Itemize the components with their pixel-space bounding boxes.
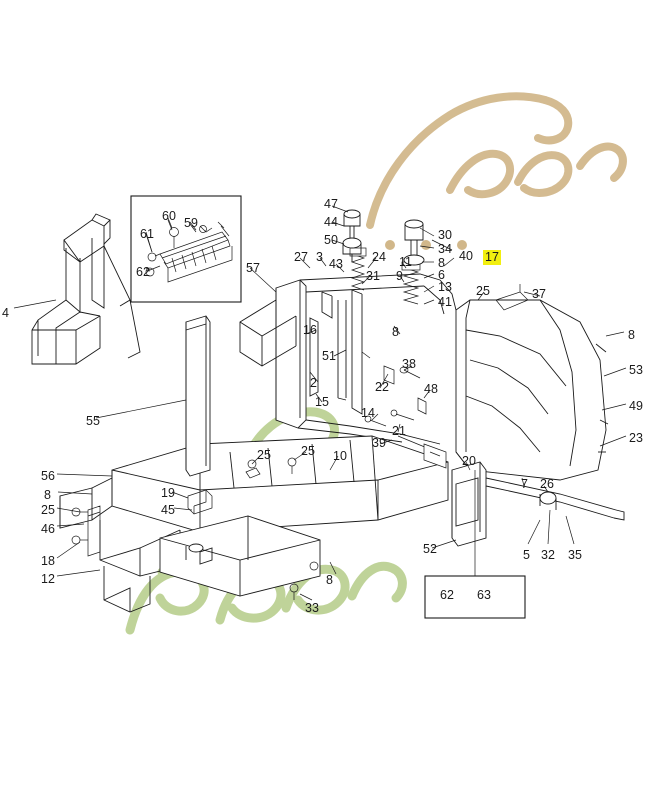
callout-10: 10 (333, 449, 347, 463)
callout-4: 4 (2, 306, 9, 320)
callout-55: 55 (86, 414, 100, 428)
callout-62: 62 (440, 588, 454, 602)
callout-61: 61 (140, 227, 154, 241)
callout-13: 13 (438, 280, 452, 294)
callout-11: 11 (399, 255, 412, 269)
callout-5: 5 (523, 548, 530, 562)
callout-8: 8 (392, 325, 399, 339)
callout-25: 25 (301, 444, 315, 458)
callout-3: 3 (316, 250, 323, 264)
callout-48: 48 (424, 382, 438, 396)
callout-25: 25 (257, 448, 271, 462)
callout-18: 18 (41, 554, 55, 568)
callout-20: 20 (462, 454, 476, 468)
callout-56: 56 (41, 469, 55, 483)
callout-47: 47 (324, 197, 338, 211)
callout-44: 44 (324, 215, 338, 229)
callout-14: 14 (361, 406, 375, 420)
callout-8: 8 (628, 328, 635, 342)
callout-38: 38 (402, 357, 416, 371)
callout-16: 16 (303, 323, 317, 337)
callout-27: 27 (294, 250, 308, 264)
callout-12: 12 (41, 572, 55, 586)
callout-22: 22 (375, 380, 389, 394)
callout-25: 25 (41, 503, 55, 517)
callout-8: 8 (438, 256, 445, 270)
callout-57: 57 (246, 261, 260, 275)
callout-32: 32 (541, 548, 555, 562)
callout-59: 59 (184, 216, 198, 230)
callout-8: 8 (326, 573, 333, 587)
callout-21: 21 (392, 424, 406, 438)
callout-17: 17 (483, 250, 501, 265)
callout-53: 53 (629, 363, 643, 377)
callout-60: 60 (162, 209, 176, 223)
callout-62: 62 (136, 265, 150, 279)
callout-6: 6 (438, 268, 445, 282)
callout-24: 24 (372, 250, 386, 264)
callout-33: 33 (305, 601, 319, 615)
callout-7: 7 (521, 477, 528, 491)
callout-50: 50 (324, 233, 338, 247)
callout-30: 30 (438, 228, 452, 242)
callout-49: 49 (629, 399, 643, 413)
callout-46: 46 (41, 522, 55, 536)
callout-34: 34 (438, 242, 452, 256)
callout-23: 23 (629, 431, 643, 445)
callout-41: 41 (438, 295, 452, 309)
callout-63: 63 (477, 588, 491, 602)
callout-39: 39 (372, 436, 386, 450)
callout-51: 51 (322, 349, 336, 363)
callout-40: 40 (459, 249, 473, 263)
callout-35: 35 (568, 548, 582, 562)
callout-37: 37 (532, 287, 546, 301)
callout-52: 52 (423, 542, 437, 556)
callout-19: 19 (161, 486, 175, 500)
callout-43: 43 (329, 257, 343, 271)
callout-8: 8 (44, 488, 51, 502)
callout-9: 9 (396, 269, 403, 283)
callout-31: 31 (366, 269, 380, 283)
callout-25: 25 (476, 284, 490, 298)
callout-2: 2 (310, 376, 317, 390)
callout-15: 15 (315, 395, 329, 409)
callout-45: 45 (161, 503, 175, 517)
callout-26: 26 (540, 477, 554, 491)
